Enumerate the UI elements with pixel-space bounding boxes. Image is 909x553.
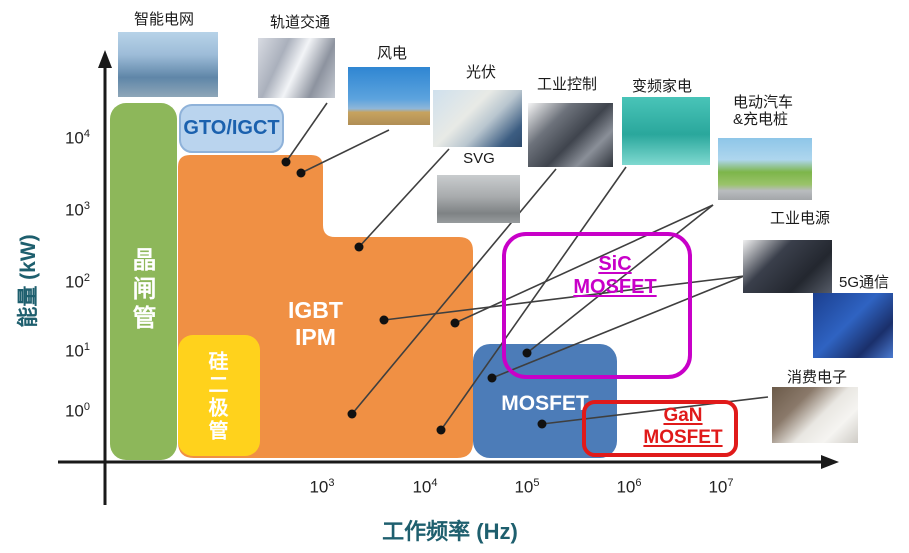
smart-grid-label: 智能电网 [133,11,194,28]
pv-label: 光伏 [465,64,496,81]
igbt-ipm-label: IGBT IPM [288,297,343,350]
gto-igct-region: GTO/IGCT [179,104,284,153]
sic-mosfet-region [502,232,692,379]
connector-dot-ev-to-igbt [450,318,460,328]
silicon-diode-label: 硅二极管 [205,351,227,443]
high-speed-train-photo [258,38,335,98]
connector-dot-industrial-control-to-igbt [347,409,357,419]
svg-cabinet-photo [437,175,520,223]
wind-power-label: 风电 [376,45,407,62]
power-cabinets-photo [743,240,832,293]
wind-turbines-photo [348,67,430,125]
y-tick-1e4: 104 [64,128,90,148]
industrial-control-label: 工业控制 [536,76,597,93]
ev-charging-photo [718,138,812,200]
connector-line-wind-to-igbt [300,129,390,174]
x-tick-1e3: 103 [309,477,335,497]
rail-transit-label: 轨道交通 [269,14,330,31]
connector-line-industrial-control-to-igbt [351,168,557,415]
5g-label: 5G通信 [838,274,889,291]
connector-dot-pv-to-igbt [354,242,364,252]
connector-dot-wind-to-igbt [296,168,306,178]
connector-line-rail-to-igbt [285,102,328,163]
mosfet-label: MOSFET [501,392,589,415]
x-axis-arrowhead [821,455,839,469]
y-tick-1e0: 100 [64,401,90,421]
telecom-tower-photo [813,293,893,358]
x-tick-1e7: 107 [708,477,734,497]
connector-line-ev-to-igbt [454,204,714,324]
industrial-drives-photo [528,103,613,167]
thyristor-label: 晶闸管 [128,247,155,334]
x-tick-1e5: 105 [514,477,540,497]
connector-dot-consumer-to-mosfet [537,419,547,429]
ev-charging-label: 电动汽车 &充电桩 [733,94,794,128]
connector-line-appliances-to-igbt [440,166,627,431]
y-tick-1e3: 103 [64,200,90,220]
gan-mosfet-label: GaN MOSFET [643,405,723,448]
connector-line-industrial-power-to-mosfet [491,275,745,379]
pv-inverter-photo [433,90,522,147]
gan-mosfet-region [582,400,738,457]
gto-igct-label: GTO/IGCT [183,117,280,139]
x-tick-1e4: 104 [412,477,438,497]
phone-chargers-photo [772,387,858,443]
connector-dot-industrial-power-to-igbt [379,315,389,325]
connector-dot-industrial-power-to-mosfet [487,373,497,383]
substation-photo [118,32,218,97]
connector-line-pv-to-igbt [358,148,450,248]
consumer-electronics-label: 消费电子 [786,369,847,386]
y-axis-arrowhead [98,50,112,68]
appliances-label: 变频家电 [631,78,692,95]
y-tick-1e1: 101 [64,341,90,361]
svg-label: SVG [463,150,495,167]
y-axis-title: 能量 (kW) [17,234,40,328]
connector-line-ev-to-sic [526,204,714,354]
silicon-diode-region [178,335,260,456]
x-tick-1e6: 106 [616,477,642,497]
y-tick-1e2: 102 [64,272,90,292]
sic-mosfet-label: SiC MOSFET [573,253,657,298]
x-axis-title: 工作频率 (Hz) [382,519,518,544]
home-appliances-photo [622,97,710,165]
industrial-power-label: 工业电源 [769,210,830,227]
thyristor-region [110,103,177,460]
connector-dot-appliances-to-igbt [436,425,446,435]
connector-dot-rail-to-igbt [281,157,291,167]
connector-line-industrial-power-to-igbt [383,275,745,321]
